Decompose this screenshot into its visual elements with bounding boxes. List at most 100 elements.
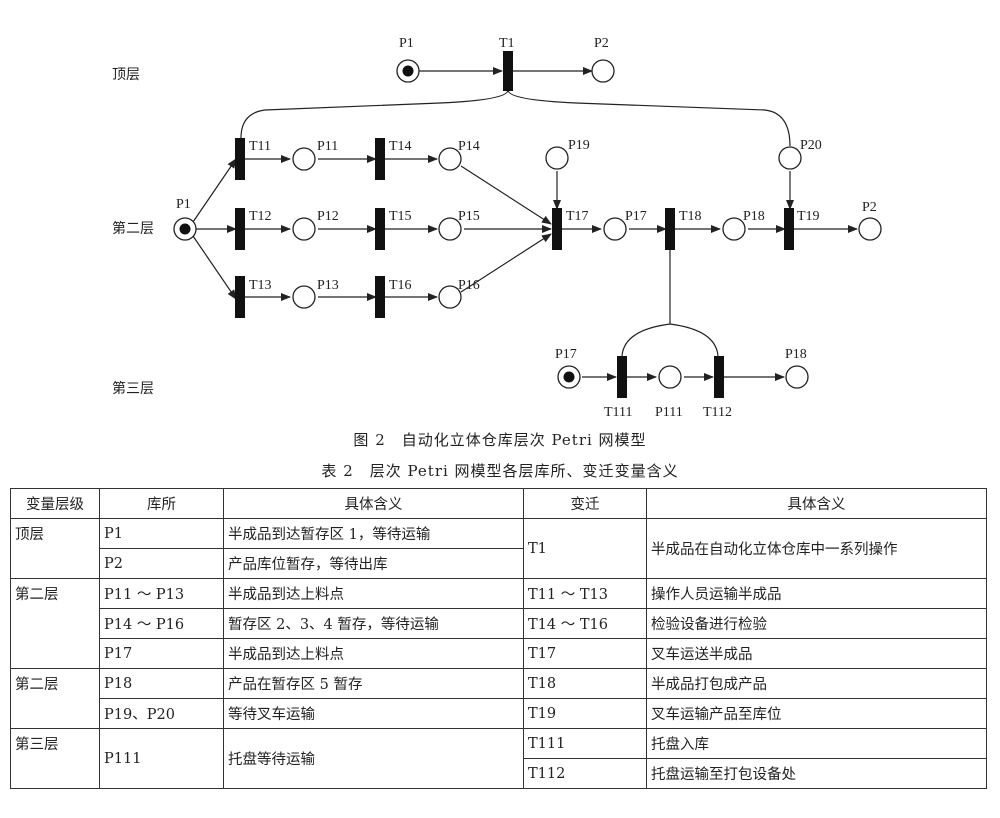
cell-transition-meaning: 托盘入库 bbox=[646, 728, 987, 759]
label-l2-p2: P2 bbox=[862, 200, 877, 215]
transition-t15 bbox=[375, 208, 385, 250]
cell-transition-meaning: 半成品在自动化立体仓库中一系列操作 bbox=[646, 518, 987, 579]
cell-place: P11 ～ P13 bbox=[99, 578, 224, 609]
table-row: P17 半成品到达上料点 T17 叉车运送半成品 bbox=[11, 638, 987, 669]
cell-transition: T19 bbox=[523, 698, 647, 729]
label-t15: T15 bbox=[389, 209, 412, 224]
label-p15: P15 bbox=[458, 209, 480, 224]
label-t14: T14 bbox=[389, 139, 412, 154]
table-row: 第二层 P11 ～ P13 半成品到达上料点 T11 ～ T13 操作人员运输半… bbox=[10, 578, 987, 669]
place-p15 bbox=[438, 217, 462, 241]
cell-transition: T18 bbox=[523, 668, 647, 699]
place-l3-p18 bbox=[785, 365, 809, 389]
transition-t1 bbox=[503, 51, 513, 91]
table-row: 第二层 P18 产品在暂存区 5 暂存 T18 半成品打包成产品 bbox=[10, 668, 987, 729]
label-p19: P19 bbox=[568, 138, 590, 153]
cell-place-meaning: 产品库位暂存，等待出库 bbox=[223, 548, 524, 579]
cell-place: P18 bbox=[99, 668, 224, 699]
cell-transition: T17 bbox=[523, 638, 647, 669]
cell-place: P111 bbox=[99, 728, 224, 789]
label-t16: T16 bbox=[389, 278, 412, 293]
label-top-p1: P1 bbox=[399, 36, 414, 51]
variable-meaning-table: 变量层级 库所 具体含义 变迁 具体含义 顶层 P1 半成品到达暂存区 1，等待… bbox=[10, 488, 987, 789]
cell-place: P1 bbox=[99, 518, 224, 549]
header-place-meaning: 具体含义 bbox=[223, 488, 524, 519]
header-place: 库所 bbox=[99, 488, 224, 519]
cell-place-meaning: 托盘等待运输 bbox=[223, 728, 524, 789]
label-l3-p17: P17 bbox=[555, 347, 577, 362]
cell-transition-meaning: 检验设备进行检验 bbox=[646, 608, 987, 639]
table-caption: 表 2 层次 Petri 网模型各层库所、变迁变量含义 bbox=[321, 462, 679, 480]
cell-place-meaning: 产品在暂存区 5 暂存 bbox=[223, 668, 524, 699]
layer-label-top: 顶层 bbox=[112, 67, 140, 83]
label-l2-p1: P1 bbox=[176, 197, 191, 212]
label-t17: T17 bbox=[566, 209, 589, 224]
cell-level: 第二层 bbox=[10, 668, 100, 729]
table-row: 顶层 P1 半成品到达暂存区 1，等待运输 T1 半成品在自动化立体仓库中一系列… bbox=[10, 518, 987, 579]
token-l3-p17 bbox=[563, 371, 575, 383]
transition-t17 bbox=[552, 208, 562, 250]
cell-place-meaning: 半成品到达上料点 bbox=[223, 578, 524, 609]
table-row: P14 ～ P16 暂存区 2、3、4 暂存，等待运输 T14 ～ T16 检验… bbox=[11, 608, 987, 639]
table-row: P19、P20 等待叉车运输 T19 叉车运输产品至库位 bbox=[11, 698, 987, 729]
cell-transition: T11 ～ T13 bbox=[523, 578, 647, 609]
cell-transition-meaning: 叉车运送半成品 bbox=[646, 638, 987, 669]
label-p20: P20 bbox=[800, 138, 822, 153]
transition-t111 bbox=[617, 356, 627, 398]
label-p16: P16 bbox=[458, 278, 480, 293]
label-p14: P14 bbox=[458, 139, 480, 154]
cell-transition: T111 bbox=[523, 728, 647, 759]
table-row: 第三层 P111 托盘等待运输 T111 托盘入库 bbox=[10, 728, 987, 789]
cell-place: P19、P20 bbox=[99, 698, 224, 729]
place-p13 bbox=[292, 285, 316, 309]
cell-level: 顶层 bbox=[10, 518, 100, 579]
transition-t112 bbox=[714, 356, 724, 398]
cell-transition-meaning: 托盘运输至打包设备处 bbox=[646, 758, 987, 789]
place-l2-p2 bbox=[858, 217, 882, 241]
cell-transition-meaning: 叉车运输产品至库位 bbox=[646, 698, 987, 729]
cell-level: 第二层 bbox=[10, 578, 100, 669]
transition-t11 bbox=[235, 138, 245, 180]
token-l2-p1 bbox=[179, 223, 191, 235]
place-p111 bbox=[658, 365, 682, 389]
header-transition: 变迁 bbox=[523, 488, 647, 519]
cell-place: P17 bbox=[99, 638, 224, 669]
cell-transition-meaning: 半成品打包成产品 bbox=[646, 668, 987, 699]
label-t1: T1 bbox=[499, 36, 515, 51]
place-p17 bbox=[603, 217, 627, 241]
place-p12 bbox=[292, 217, 316, 241]
table-row: P2 产品库位暂存，等待出库 bbox=[11, 548, 987, 579]
transition-t14 bbox=[375, 138, 385, 180]
figure-caption: 图 2 自动化立体仓库层次 Petri 网模型 bbox=[353, 431, 647, 449]
label-t12: T12 bbox=[249, 209, 272, 224]
label-p12: P12 bbox=[317, 209, 339, 224]
label-t11: T11 bbox=[249, 139, 271, 154]
transition-t12 bbox=[235, 208, 245, 250]
cell-level: 第三层 bbox=[10, 728, 100, 789]
label-t112: T112 bbox=[703, 405, 732, 420]
layer-label-second: 第二层 bbox=[112, 220, 154, 237]
label-p18: P18 bbox=[743, 209, 765, 224]
transition-t19 bbox=[784, 208, 794, 250]
variable-meaning-table-container: 变量层级 库所 具体含义 变迁 具体含义 顶层 P1 半成品到达暂存区 1，等待… bbox=[10, 488, 987, 789]
label-t13: T13 bbox=[249, 278, 272, 293]
transition-t13 bbox=[235, 276, 245, 318]
label-t18: T18 bbox=[679, 209, 702, 224]
cell-place-meaning: 等待叉车运输 bbox=[223, 698, 524, 729]
cell-transition: T112 bbox=[523, 758, 647, 789]
cell-place: P2 bbox=[99, 548, 224, 579]
label-p111: P111 bbox=[655, 405, 683, 420]
place-top-p2 bbox=[591, 59, 615, 83]
cell-place-meaning: 半成品到达暂存区 1，等待运输 bbox=[223, 518, 524, 549]
cell-place: P14 ～ P16 bbox=[99, 608, 224, 639]
label-top-p2: P2 bbox=[594, 36, 609, 51]
cell-place-meaning: 半成品到达上料点 bbox=[223, 638, 524, 669]
place-p19 bbox=[545, 146, 569, 170]
place-p18 bbox=[722, 217, 746, 241]
place-p11 bbox=[292, 147, 316, 171]
token-top-p1 bbox=[402, 65, 414, 77]
label-p13: P13 bbox=[317, 278, 339, 293]
header-level: 变量层级 bbox=[10, 488, 100, 519]
transition-t16 bbox=[375, 276, 385, 318]
cell-place-meaning: 暂存区 2、3、4 暂存，等待运输 bbox=[223, 608, 524, 639]
